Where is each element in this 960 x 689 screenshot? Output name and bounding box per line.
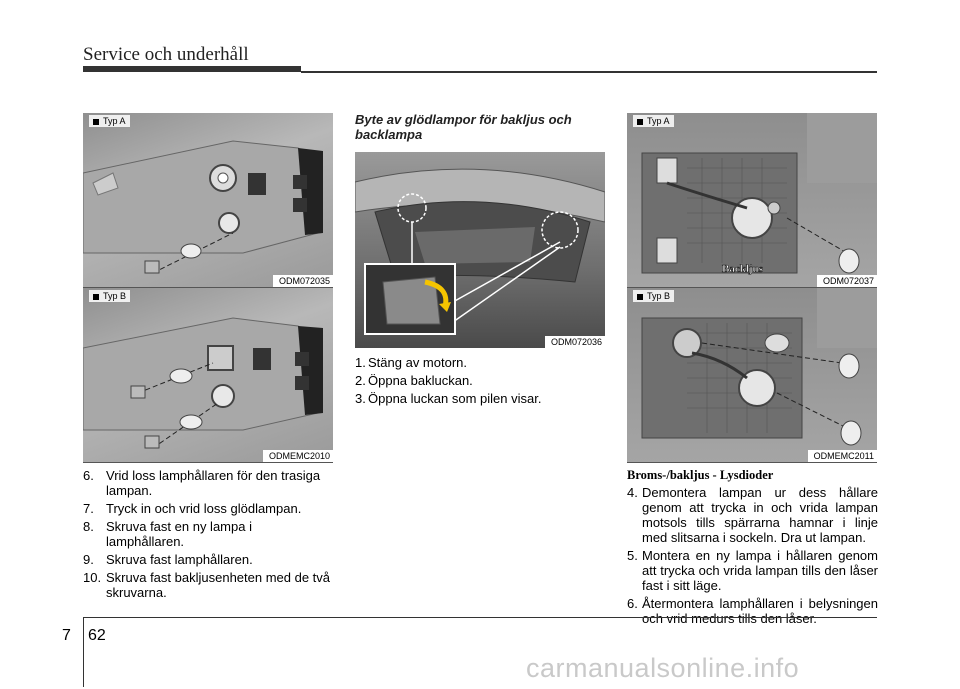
- section-title: Service och underhåll: [83, 44, 249, 65]
- figure-typ-b-right: Typ B ODMEMC2011: [627, 288, 877, 462]
- figure-label: Typ B: [89, 290, 131, 302]
- page-number: 62: [88, 627, 106, 644]
- tail-lamp-illustration: [83, 140, 323, 274]
- figure-typ-a-right: Typ A Backljus ODM072037: [627, 113, 877, 287]
- figure-label: Typ A: [633, 115, 674, 127]
- backljus-callout: Backljus: [722, 263, 764, 276]
- figure-code: ODMEMC2010: [262, 450, 333, 462]
- step-item: 6.Vrid loss lamphållaren för den trasiga…: [83, 468, 321, 498]
- steps-list-right: 4.Demontera lampan ur dess hållare genom…: [627, 485, 878, 629]
- step-item: 2.Öppna bakluckan.: [355, 373, 473, 388]
- watermark: carmanualsonline.info: [526, 653, 800, 683]
- section-number: 7: [62, 627, 71, 644]
- figure-divider: [627, 462, 877, 463]
- step-item: 10.Skruva fast bakljusenheten med de två…: [83, 570, 331, 600]
- step-item: 6.Återmontera lamphållaren i belysningen…: [627, 596, 878, 626]
- figure-label: Typ A: [89, 115, 130, 127]
- title-underline-thin: [301, 71, 877, 73]
- figure-code: ODM072037: [816, 275, 877, 287]
- figure-label: Typ B: [633, 290, 675, 302]
- title-underline-thick: [83, 66, 301, 72]
- figure-code: ODMEMC2011: [807, 450, 877, 462]
- tailgate-illustration: [355, 168, 605, 335]
- figure-code: ODM072036: [544, 336, 605, 348]
- tail-lamp-illustration-b: [83, 317, 323, 449]
- footer-rule: [83, 617, 877, 618]
- figure-code: ODM072035: [272, 275, 333, 287]
- figure-typ-b-left: Typ B ODMEMC2010: [83, 288, 333, 462]
- step-item: 5.Montera en ny lampa i hållaren genom a…: [627, 548, 878, 593]
- step-item: 9.Skruva fast lamphållaren.: [83, 552, 253, 567]
- figure-typ-a-left: Typ A ODM072035: [83, 113, 333, 287]
- figure-divider: [83, 287, 333, 288]
- step-item: 8.Skruva fast en ny lampa i lamphållaren…: [83, 519, 252, 549]
- step-item: 3.Öppna luckan som pilen visar.: [355, 391, 542, 406]
- steps-list-middle: 1.Stäng av motorn. 2.Öppna bakluckan. 3.…: [355, 355, 605, 409]
- figure-tailgate: ODM072036: [355, 152, 605, 348]
- step-item: 7.Tryck in och vrid loss glödlampan.: [83, 501, 302, 516]
- section-heading: Byte av glödlampor för bakljus och backl…: [355, 112, 572, 142]
- footer-vertical-rule: [83, 617, 84, 687]
- figure-divider: [83, 462, 333, 463]
- figure-divider: [627, 287, 877, 288]
- lamp-housing-illustration: [641, 113, 877, 274]
- step-item: 4.Demontera lampan ur dess hållare genom…: [627, 485, 878, 545]
- steps-list-left: 6.Vrid loss lamphållaren för den trasiga…: [83, 468, 333, 603]
- subheading-lysdioder: Broms-/bakljus - Lysdioder: [627, 468, 774, 482]
- step-item: 1.Stäng av motorn.: [355, 355, 467, 370]
- lamp-housing-illustration-b: [641, 288, 877, 446]
